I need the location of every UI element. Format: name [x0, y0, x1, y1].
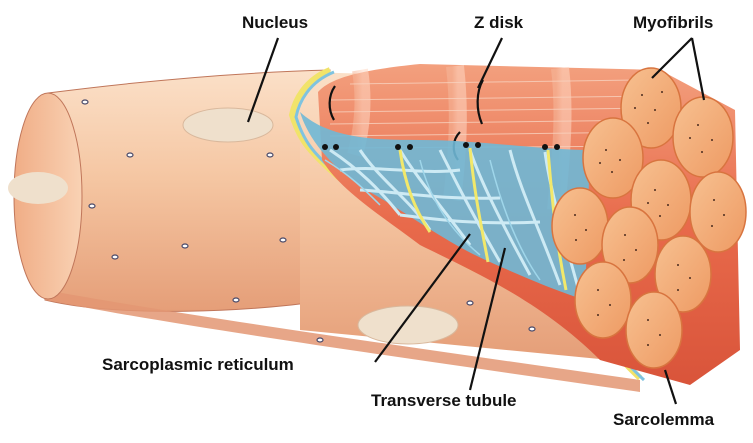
leader-myofibrils-1	[652, 38, 692, 78]
label-sarcoplasmic-reticulum: Sarcoplasmic reticulum	[102, 356, 294, 373]
label-myofibrils: Myofibrils	[633, 14, 713, 31]
nucleus-end	[8, 172, 68, 204]
label-sarcolemma: Sarcolemma	[613, 411, 714, 428]
label-z-disk: Z disk	[474, 14, 523, 31]
label-transverse-tubule: Transverse tubule	[371, 392, 517, 409]
label-nucleus: Nucleus	[242, 14, 308, 31]
